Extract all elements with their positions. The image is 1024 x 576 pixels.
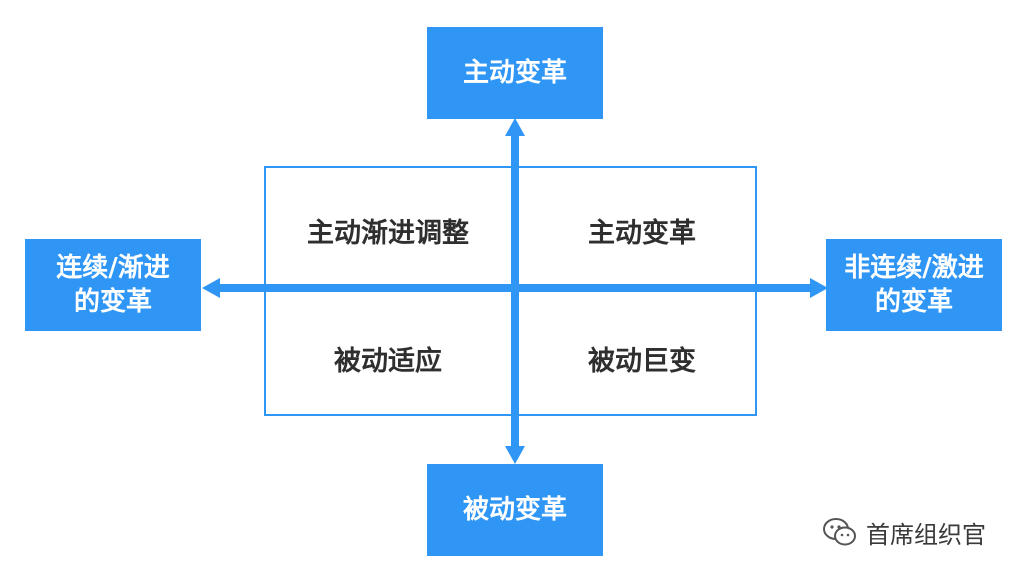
bottom-box: 被动变革 (427, 464, 603, 556)
left-box-line1: 连续/渐进 (56, 253, 170, 283)
quadrant-top-left: 主动渐进调整 (307, 217, 469, 249)
left-box: 连续/渐进 的变革 (25, 239, 201, 331)
watermark-text: 首席组织官 (866, 520, 986, 549)
watermark: 首席组织官 (822, 512, 986, 552)
right-box-line2: 的变革 (874, 287, 953, 317)
arrow-up-icon (505, 118, 525, 136)
arrow-right-icon (810, 278, 828, 298)
quadrant-bottom-left: 被动适应 (334, 345, 442, 377)
quadrant-bottom-right: 被动巨变 (588, 345, 696, 377)
top-box-label: 主动变革 (462, 58, 567, 88)
right-box-line1: 非连续/激进 (844, 253, 984, 283)
left-box-line2: 的变革 (73, 287, 152, 317)
bottom-box-label: 被动变革 (462, 495, 567, 525)
arrow-left-icon (202, 278, 220, 298)
quadrant-top-right: 主动变革 (588, 217, 696, 249)
wechat-icon (823, 518, 856, 546)
arrow-down-icon (505, 446, 525, 464)
right-box: 非连续/激进 的变革 (826, 239, 1002, 331)
top-box: 主动变革 (427, 27, 603, 119)
